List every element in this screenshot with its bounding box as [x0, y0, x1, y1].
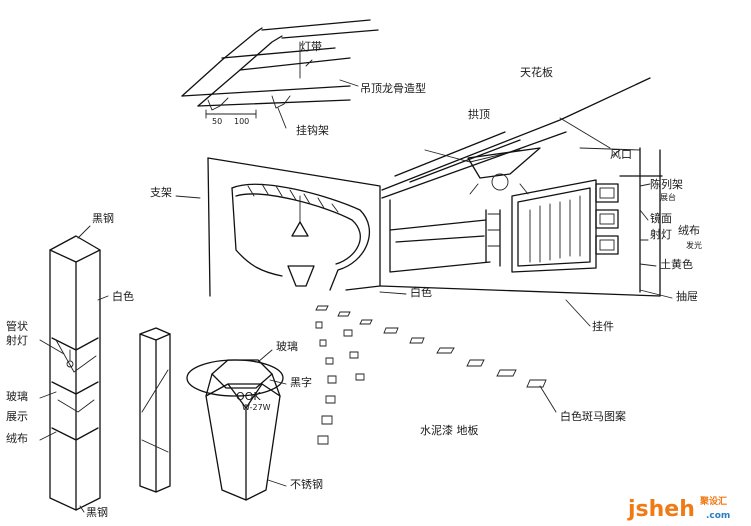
slim-side-panel [139, 327, 171, 493]
label-ceiling-hanger: 挂钩架 [296, 123, 329, 137]
label-white-wall: 白色 [410, 285, 432, 299]
leader-stripe [539, 385, 557, 413]
label-cab-lamp-2: 射灯 [6, 333, 28, 347]
label-cab-cloth: 绒布 [6, 432, 28, 445]
floor-path-tiles [315, 305, 547, 445]
leader-table [257, 349, 287, 487]
watermark: jsheh 聚设汇 .com [627, 495, 730, 522]
label-table-brand: OOK [236, 390, 261, 403]
label-cab-display: 展示 [6, 410, 28, 423]
leader-lines [175, 149, 673, 327]
label-dim-50: 50 [212, 117, 222, 126]
label-floor: 水泥漆 地板 [420, 423, 479, 437]
label-ceiling-frame-note: 吊顶龙骨造型 [360, 81, 426, 95]
label-table-glass: 玻璃 [276, 339, 298, 353]
leader-cabinet [39, 225, 109, 513]
label-shelf-soil: 土黄色 [660, 257, 693, 271]
watermark-main: jsheh [627, 497, 695, 522]
label-arch: 拱顶 [468, 107, 490, 121]
label-shelf-lamp: 射灯 [650, 227, 672, 241]
label-wall-shelf-sub: 展台 [660, 192, 676, 202]
label-table-steel: 不锈钢 [290, 478, 323, 491]
label-cab-white: 白色 [112, 289, 134, 303]
label-cab-top: 黑钢 [92, 212, 114, 225]
label-cab-bottom: 黑钢 [86, 506, 108, 519]
label-shelf-note: 发光 [686, 240, 702, 250]
label-frame: 支架 [150, 186, 172, 199]
glass-display-table [186, 359, 284, 501]
tall-display-cabinet [49, 235, 101, 511]
label-table-black: 黑字 [290, 375, 312, 389]
label-cab-lamp-1: 管状 [6, 319, 28, 333]
label-stripe-pattern: 白色斑马图案 [560, 409, 626, 423]
ceiling-beam-detail [181, 19, 379, 129]
label-dim-100: 100 [234, 117, 249, 126]
watermark-sub: .com [706, 511, 730, 521]
watermark-cn: 聚设汇 [699, 495, 727, 507]
label-table-brand-sub: W-27W [242, 403, 271, 412]
label-ceiling-main: 天花板 [520, 65, 553, 79]
label-drawers: 抽屉 [676, 289, 698, 303]
label-cab-glass: 玻璃 [6, 389, 28, 403]
label-ceiling-light-strip: 灯带 [300, 40, 322, 53]
room-perspective [207, 77, 663, 297]
label-shelf-cloth: 绒布 [678, 224, 700, 237]
label-shelf-mirror: 镜面 [650, 211, 672, 225]
label-wind-fan: 风口 [610, 148, 632, 161]
label-wall-shelf-top: 陈列架 [650, 177, 683, 191]
label-hanging-item: 挂件 [592, 319, 614, 333]
